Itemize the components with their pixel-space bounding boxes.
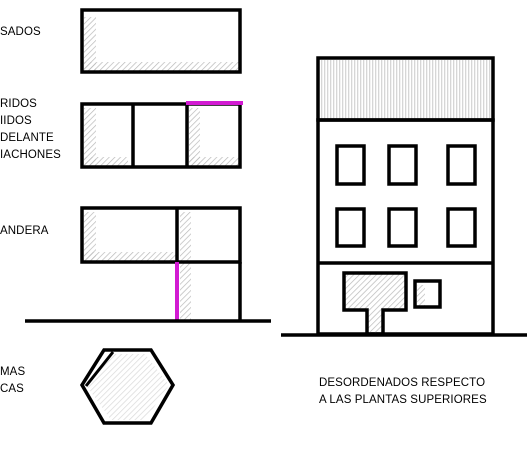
case-1-window-shade [84, 17, 96, 73]
ground-small-window [413, 279, 442, 309]
case-4-hexagon-shade [86, 354, 169, 420]
case-3-group: ANDERA [0, 206, 271, 323]
roof-hatch [318, 60, 493, 120]
case-3-window-1-shade-bottom [84, 252, 176, 262]
case-3-windows [80, 206, 242, 322]
upper-window-r2-c3 [446, 207, 477, 248]
case-4-hexagon-inner-line [84, 351, 115, 387]
case-2-label-line-1: RIDOS [0, 98, 37, 110]
case-1-group: SADOS [0, 8, 242, 74]
case-4-hexagon [79, 348, 176, 425]
upper-window-r1-c2 [387, 144, 418, 186]
case-2-window-3-shade [189, 108, 200, 167]
case-2-label-line-4: IACHONES [0, 149, 61, 161]
ground-opening-shade [344, 273, 406, 334]
upper-window-r2-c2 [387, 207, 418, 248]
case-1-window [80, 8, 242, 74]
upper-window-r1-c3 [446, 144, 477, 186]
case-2-window-3-shade-bottom [189, 157, 240, 167]
case-2-window-1-shade-bottom [84, 157, 128, 167]
upper-window-r2-c1 [335, 207, 366, 248]
building-elevation [281, 56, 527, 337]
case-3-window-frame-top [80, 206, 242, 264]
case-4-label-line-2: CAS [0, 383, 24, 395]
case-1-label-line-1: SADOS [0, 26, 41, 38]
ground-small-window-shade [417, 285, 425, 306]
case-3-window-2-shade [180, 212, 191, 321]
upper-window-r1-c1 [335, 144, 366, 186]
case-1-window-frame [80, 8, 242, 74]
case-2-windows [80, 101, 243, 169]
case-4-label-line-1: MAS [0, 366, 25, 378]
case-4-hexagon-frame [79, 348, 176, 425]
case-2-window-frame [80, 102, 242, 169]
building-caption-line-1: DESORDENADOS RESPECTO [319, 377, 485, 389]
case-2-label-line-3: DELANTE [0, 132, 54, 144]
case-2-label-line-2: IIDOS [0, 115, 32, 127]
case-3-window-1-shade [84, 212, 96, 262]
case-2-window-1-shade [84, 108, 96, 167]
case-2-group: RIDOS IIDOS DELANTE IACHONES [0, 98, 243, 169]
case-4-group: MAS CAS [0, 348, 176, 425]
building-caption-line-2: A LAS PLANTAS SUPERIORES [319, 394, 487, 406]
case-3-label-line-1: ANDERA [0, 225, 49, 237]
case-1-window-shade-bottom [84, 62, 240, 73]
